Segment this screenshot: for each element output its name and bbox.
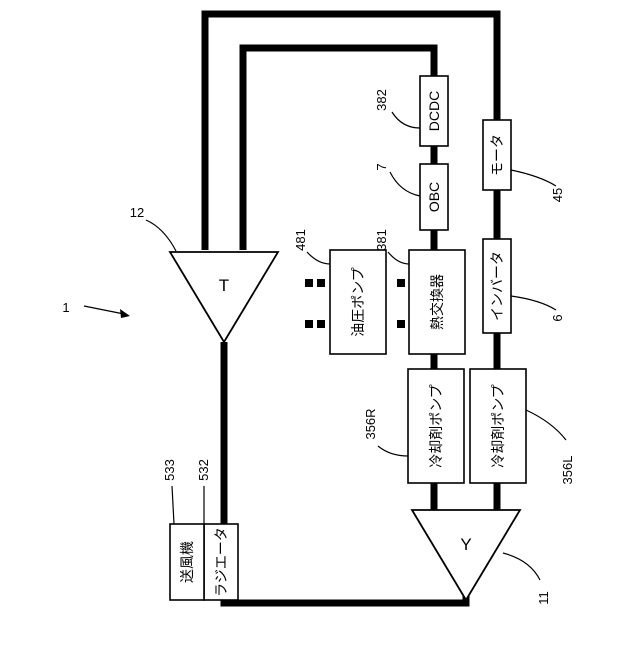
coolant-pump-r-leader	[378, 446, 408, 456]
dcdc-ref: 382	[374, 89, 389, 111]
coolant-pump-356r: 冷却剤ポンプ 356R	[363, 369, 464, 483]
figure-number: 1	[62, 300, 69, 315]
motor-label: モータ	[489, 134, 505, 176]
heat-exchanger-381: 熱交換器 381	[374, 229, 465, 354]
y-leader	[503, 553, 540, 580]
inverter-leader	[511, 296, 556, 310]
motor-ref: 45	[550, 188, 565, 202]
y-ref: 11	[536, 591, 551, 605]
motor-leader	[511, 170, 556, 186]
blower-label: 送風機	[179, 541, 195, 583]
tank-ref: 12	[130, 205, 144, 220]
y-triangle	[412, 510, 520, 600]
inverter-label: インバータ	[489, 251, 505, 321]
radiator-ref: 532	[196, 459, 211, 481]
figure-arrow-shaft	[84, 306, 124, 314]
radiator-label: ラジエータ	[213, 527, 229, 597]
figure-arrow-head	[120, 309, 130, 318]
tank-letter: T	[219, 276, 229, 295]
pipe-radiator-to-y	[224, 596, 466, 603]
tank-triangle	[170, 252, 278, 342]
coolant-pump-r-ref: 356R	[363, 408, 378, 439]
oil-dash	[317, 320, 325, 328]
obc-7: OBC 7	[374, 163, 448, 230]
coolant-pump-l-leader	[526, 410, 566, 440]
blower-ref: 533	[162, 459, 177, 481]
blower-leader	[172, 486, 174, 524]
obc-label: OBC	[426, 182, 442, 212]
dcdc-label: DCDC	[426, 91, 442, 131]
heat-exchanger-leader	[388, 252, 409, 264]
figure-reference: 1	[62, 300, 130, 318]
dcdc-382: DCDC 382	[374, 76, 448, 146]
tank-leader	[146, 220, 176, 251]
inverter-6: インバータ 6	[483, 239, 565, 333]
coolant-pump-l-ref: 356L	[560, 456, 575, 485]
oil-dash	[305, 279, 313, 287]
oil-pump-leader	[307, 252, 330, 264]
dcdc-leader	[392, 112, 420, 128]
coolant-pump-r-label: 冷却剤ポンプ	[428, 384, 444, 468]
oil-dash	[305, 320, 313, 328]
coolant-pump-356l: 冷却剤ポンプ 356L	[470, 369, 575, 484]
motor-45: モータ 45	[483, 120, 565, 202]
heat-exchanger-ref: 381	[374, 229, 389, 251]
oil-pump-label: 油圧ポンプ	[350, 267, 366, 337]
oil-dash	[397, 320, 405, 328]
oil-pump-ref: 481	[293, 229, 308, 251]
oil-dash	[397, 279, 405, 287]
oil-pump-481: 油圧ポンプ 481	[293, 229, 386, 354]
obc-ref: 7	[374, 163, 389, 170]
obc-leader	[390, 172, 420, 196]
y-letter: Y	[460, 535, 471, 554]
y-junction-11: Y 11	[412, 510, 551, 605]
coolant-pump-l-label: 冷却剤ポンプ	[490, 384, 506, 468]
oil-dash	[317, 279, 325, 287]
heat-exchanger-label: 熱交換器	[429, 274, 445, 330]
inverter-ref: 6	[550, 314, 565, 321]
